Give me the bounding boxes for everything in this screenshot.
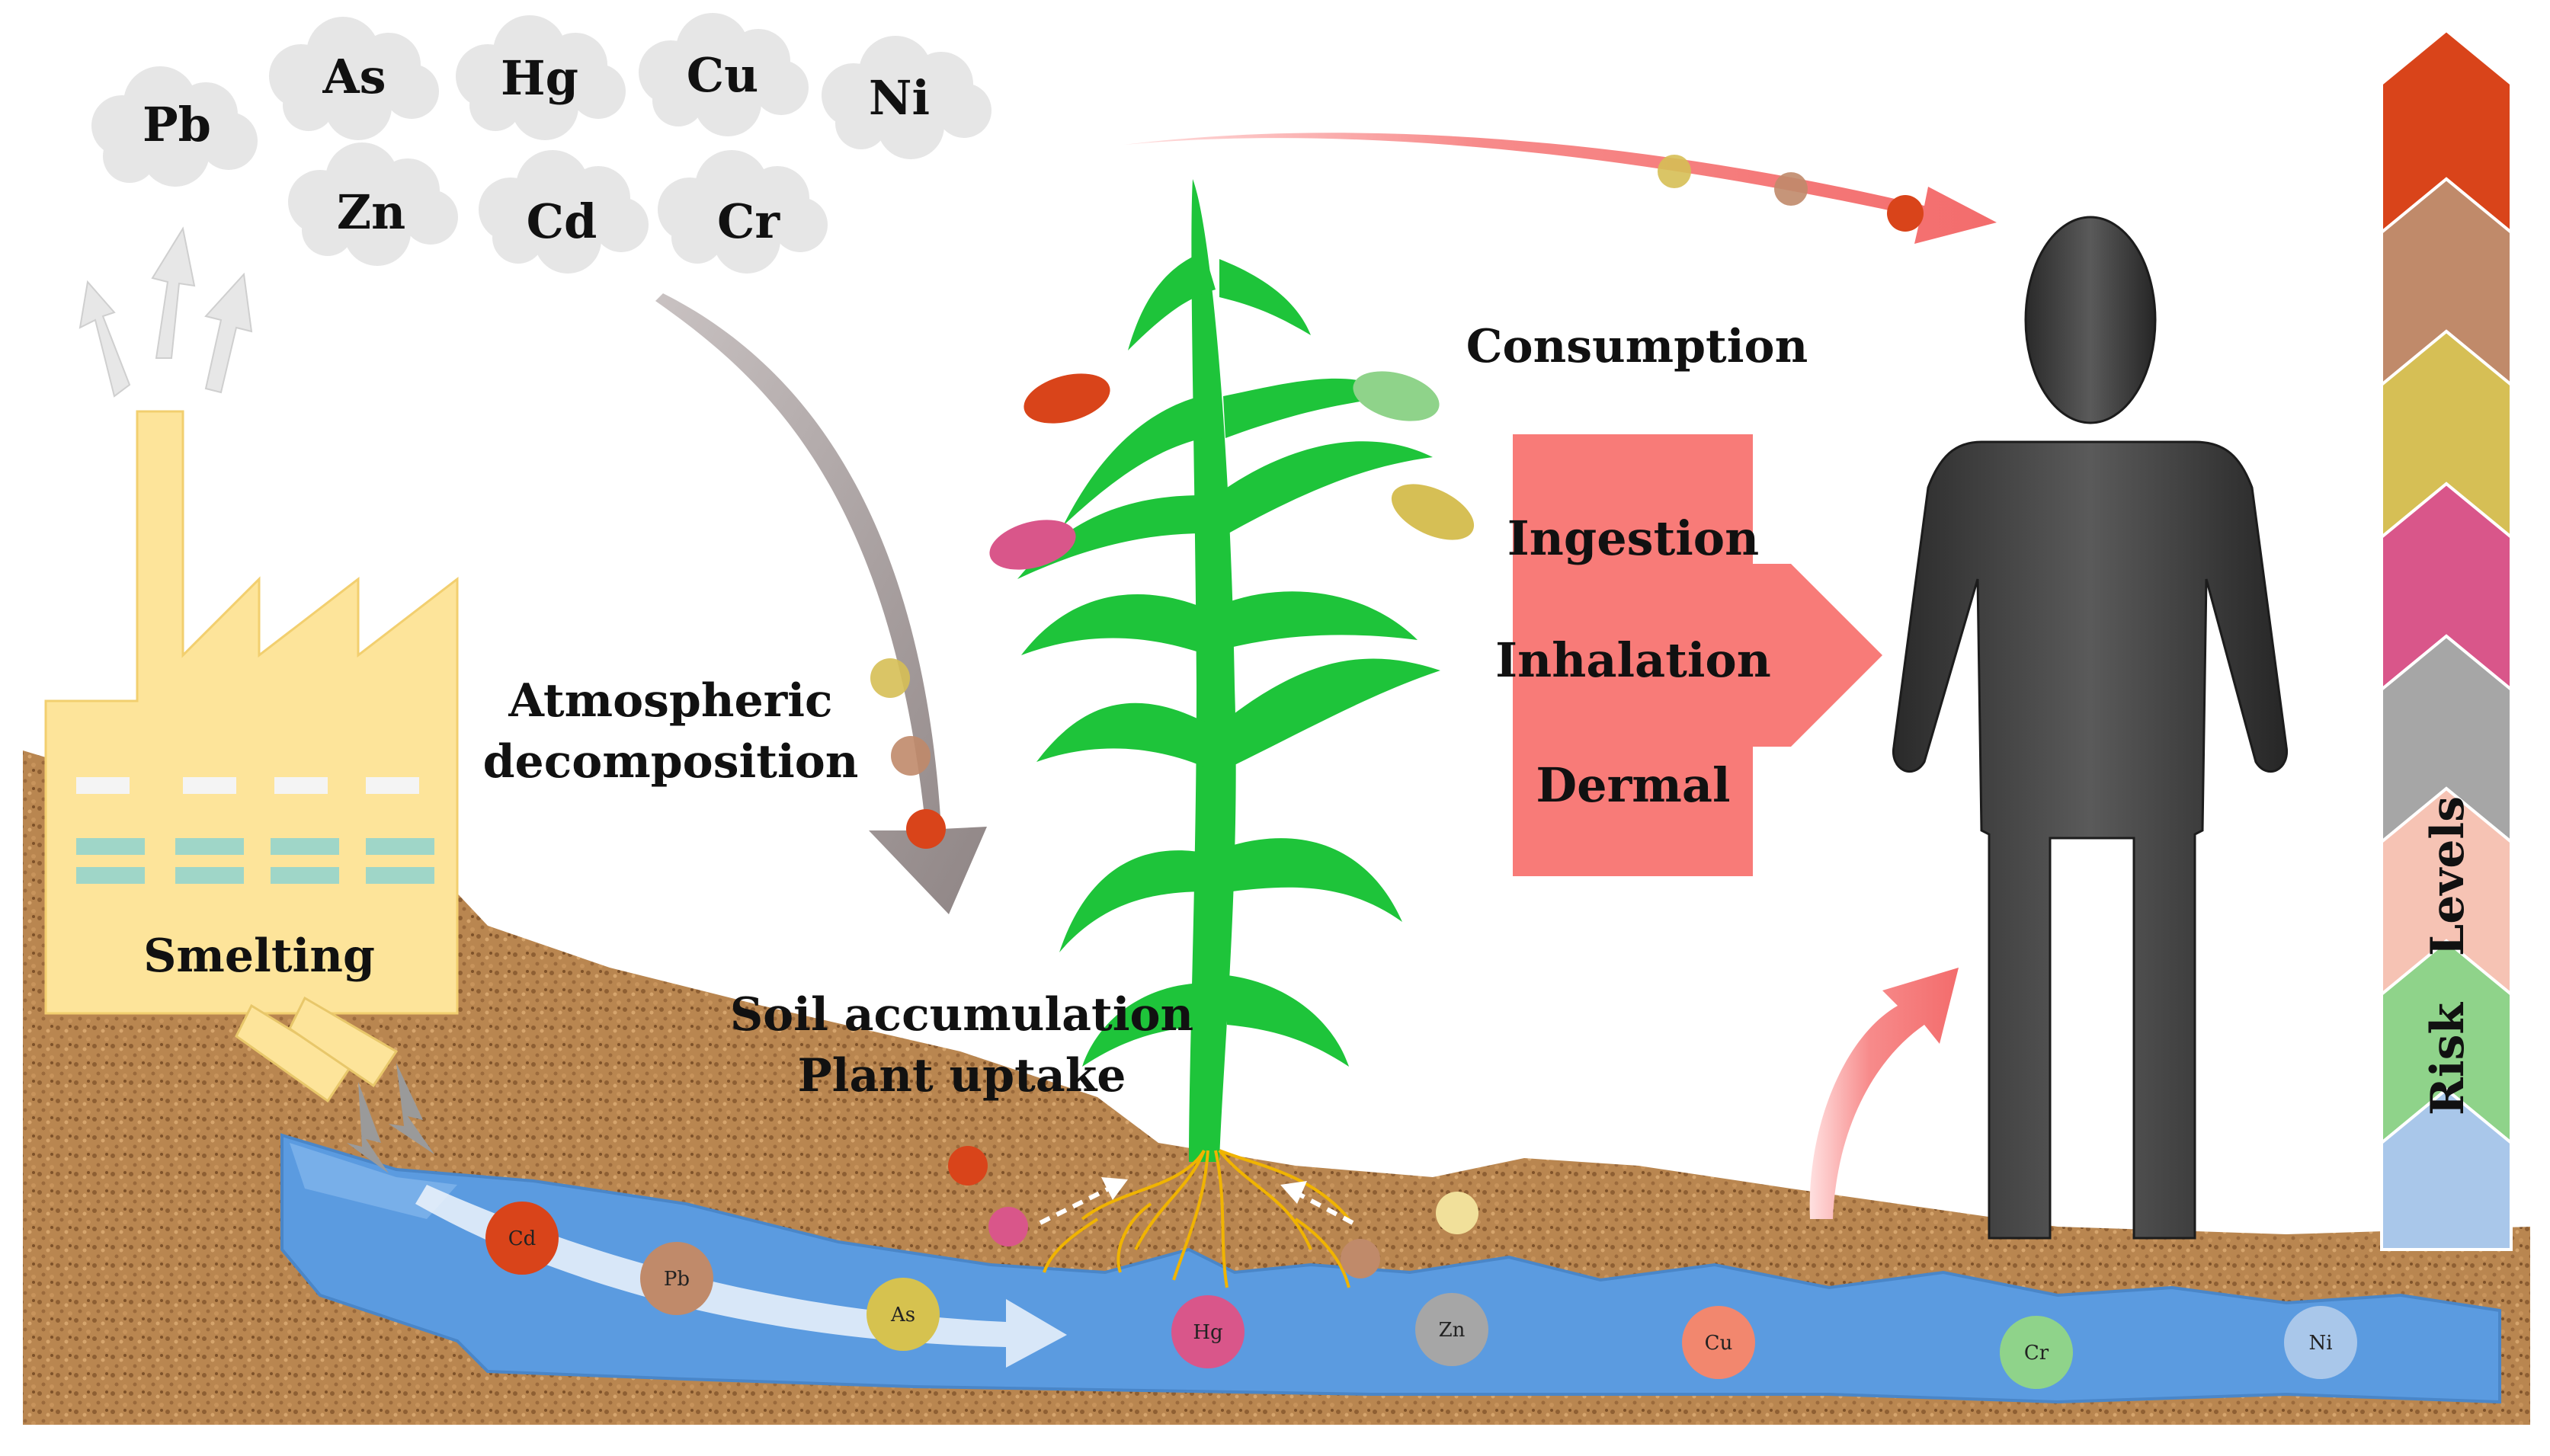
water-metal-hg: Hg [1171,1295,1245,1368]
svg-text:Cr: Cr [717,194,780,249]
risk-label-word2: Levels [2421,796,2475,956]
cloud-cu: Cu [639,13,809,136]
discharge-pipes [235,996,434,1173]
uptake-arrowhead-right [1280,1181,1307,1204]
cloud-pb: Pb [91,66,258,187]
svg-text:Ni: Ni [2308,1332,2332,1355]
atmo-particle-red [906,809,946,849]
atmospheric-label-line1: Atmospheric [508,674,832,728]
atmo-particle-brown [891,736,931,776]
consumption-arrow [1124,133,1997,244]
route-dermal: Dermal [1536,757,1730,813]
risk-level-bar [2380,28,2513,1251]
person-figure [1892,216,2288,1240]
cloud-ni: Ni [822,36,991,159]
leaf-particle-pink [989,520,1076,570]
leaf-particle-yellow [1391,484,1475,540]
consumption-particle-yellow [1658,155,1691,188]
svg-text:Cd: Cd [527,194,597,249]
svg-text:Pb: Pb [143,97,211,152]
uptake-arrowhead-left [1101,1177,1128,1200]
factory [44,410,459,1015]
svg-text:Ni: Ni [869,70,930,126]
exposure-routes-box [1513,434,1882,876]
risk-level-8 [2380,1087,2513,1251]
factory-label: Smelting [143,930,375,983]
svg-text:Zn: Zn [337,184,405,240]
cloud-cd: Cd [479,150,649,274]
consumption-particle-brown [1774,172,1808,206]
svg-text:Cd: Cd [508,1227,537,1250]
svg-text:Hg: Hg [1193,1321,1222,1344]
svg-text:Hg: Hg [501,50,578,106]
soil-particle-pink [988,1207,1028,1246]
plant [1017,179,1440,1162]
consumption-label: Consumption [1466,320,1808,373]
cloud-zn: Zn [288,142,458,266]
water-metal-zn: Zn [1415,1293,1488,1366]
smoke-arrows [78,226,253,398]
water-highlight [290,1143,457,1219]
route-ingestion: Ingestion [1507,510,1759,566]
soil-particle-brown [1341,1239,1380,1278]
svg-text:As: As [890,1304,915,1326]
route-inhalation: Inhalation [1495,632,1771,688]
soil-particle-red [948,1146,988,1186]
soil-particle-yellow [1436,1192,1478,1234]
svg-text:Cr: Cr [2024,1342,2049,1365]
soil-label-line1: Soil accumulation [730,988,1193,1042]
svg-text:Pb: Pb [664,1268,690,1291]
leaf-particle-red [1024,373,1110,424]
water-body [280,1133,2501,1404]
plant-roots [1043,1149,1350,1288]
water-metal-pb: Pb [640,1242,713,1315]
cloud-hg: Hg [456,15,626,140]
svg-text:As: As [322,49,386,104]
leaf-particle-green [1353,371,1440,421]
cloud-as: As [269,17,439,140]
water-metal-cu: Cu [1682,1306,1755,1379]
water-metal-as: As [867,1278,940,1351]
soil-label-line2: Plant uptake [798,1049,1126,1102]
svg-text:Zn: Zn [1439,1319,1466,1342]
atmo-particle-yellow [870,658,910,698]
svg-text:Cu: Cu [1705,1332,1733,1355]
svg-text:Cu: Cu [687,47,758,103]
atmospheric-arrow [655,293,987,914]
atmospheric-label-line2: decomposition [483,735,859,789]
uptake-arrows [1039,1186,1354,1225]
cloud-cr: Cr [658,150,828,274]
water-metal-cr: Cr [2000,1316,2073,1389]
consumption-particle-red [1887,195,1924,232]
water-metal-cd: Cd [485,1202,559,1275]
water-metal-ni: Ni [2284,1306,2357,1379]
risk-label-word1: Risk [2421,1002,2475,1115]
ground-to-person-arrow [1809,968,1959,1219]
